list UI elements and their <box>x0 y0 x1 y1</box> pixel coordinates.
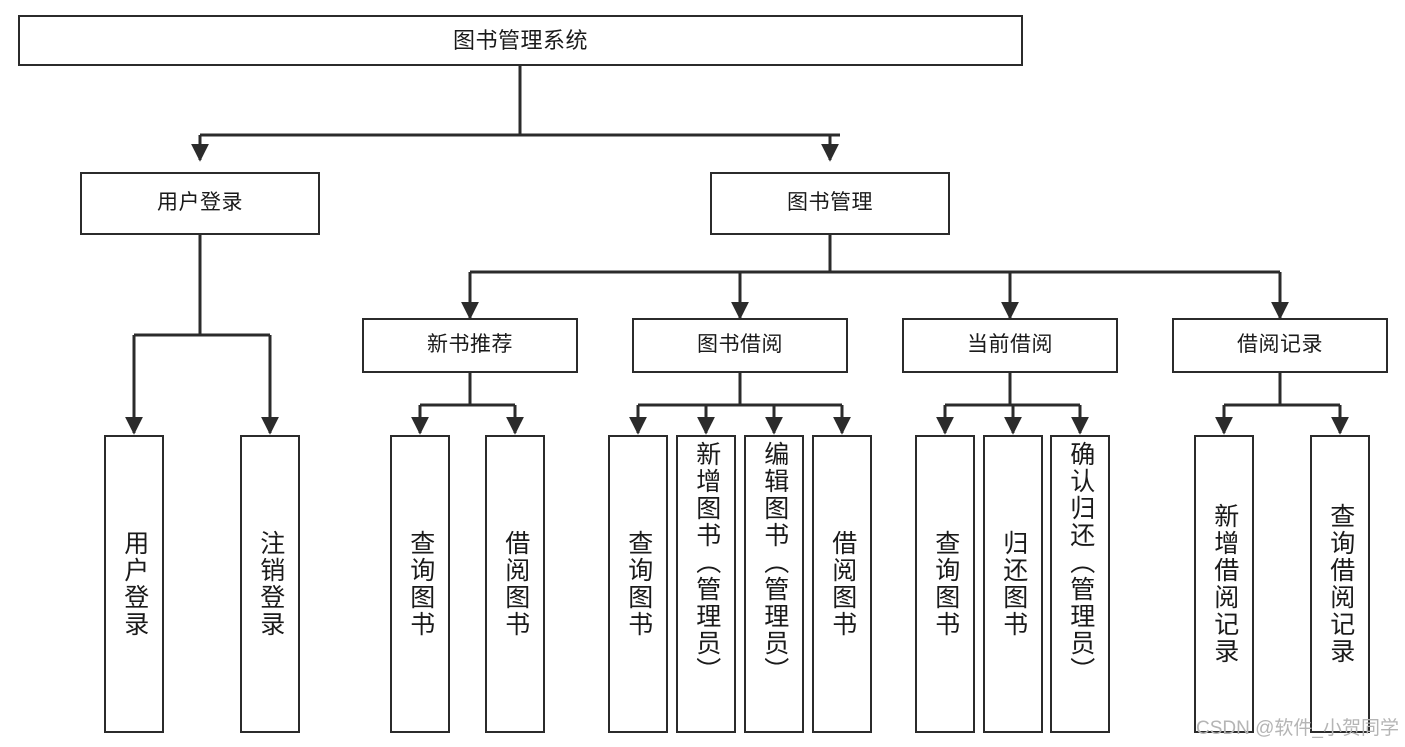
node-root-system[interactable]: 图书管理系统 <box>18 15 1023 66</box>
node-leaf-borrow-book-2[interactable]: 借阅图书 <box>812 435 872 733</box>
node-label: 用户登录 <box>120 530 149 638</box>
node-label: 新增图书（管理员） <box>692 441 721 684</box>
node-label: 查询图书 <box>406 530 435 638</box>
node-leaf-logout[interactable]: 注销登录 <box>240 435 300 733</box>
node-label: 借阅记录 <box>1237 333 1323 357</box>
node-leaf-edit-book[interactable]: 编辑图书（管理员） <box>744 435 804 733</box>
node-label: 查询图书 <box>624 530 653 638</box>
node-label: 借阅图书 <box>501 530 530 638</box>
node-label: 查询图书 <box>931 530 960 638</box>
node-label: 当前借阅 <box>967 333 1053 357</box>
node-book-borrow[interactable]: 图书借阅 <box>632 318 848 373</box>
node-leaf-borrow-book-1[interactable]: 借阅图书 <box>485 435 545 733</box>
node-label: 归还图书 <box>999 530 1028 638</box>
node-label: 借阅图书 <box>828 530 857 638</box>
node-current-borrow[interactable]: 当前借阅 <box>902 318 1118 373</box>
node-label: 图书借阅 <box>697 333 783 357</box>
node-leaf-user-login[interactable]: 用户登录 <box>104 435 164 733</box>
node-label: 查询借阅记录 <box>1326 503 1355 665</box>
node-label: 编辑图书（管理员） <box>760 441 789 684</box>
node-leaf-query-record[interactable]: 查询借阅记录 <box>1310 435 1370 733</box>
node-label: 确认归还（管理员） <box>1066 441 1095 684</box>
node-leaf-query-book-2[interactable]: 查询图书 <box>608 435 668 733</box>
node-new-book-recommend[interactable]: 新书推荐 <box>362 318 578 373</box>
node-label: 图书管理系统 <box>452 27 588 53</box>
node-label: 新书推荐 <box>427 333 513 357</box>
node-label: 注销登录 <box>256 530 285 638</box>
node-leaf-confirm-return[interactable]: 确认归还（管理员） <box>1050 435 1110 733</box>
node-leaf-query-book-1[interactable]: 查询图书 <box>390 435 450 733</box>
node-book-management[interactable]: 图书管理 <box>710 172 950 235</box>
node-label: 图书管理 <box>787 191 873 215</box>
node-borrow-record[interactable]: 借阅记录 <box>1172 318 1388 373</box>
node-leaf-query-book-3[interactable]: 查询图书 <box>915 435 975 733</box>
node-label: 新增借阅记录 <box>1210 503 1239 665</box>
node-user-login[interactable]: 用户登录 <box>80 172 320 235</box>
node-leaf-add-book[interactable]: 新增图书（管理员） <box>676 435 736 733</box>
node-leaf-return-book[interactable]: 归还图书 <box>983 435 1043 733</box>
node-label: 用户登录 <box>157 191 243 215</box>
node-leaf-add-record[interactable]: 新增借阅记录 <box>1194 435 1254 733</box>
csdn-watermark: CSDN @软件_小贺同学 <box>1196 718 1399 739</box>
